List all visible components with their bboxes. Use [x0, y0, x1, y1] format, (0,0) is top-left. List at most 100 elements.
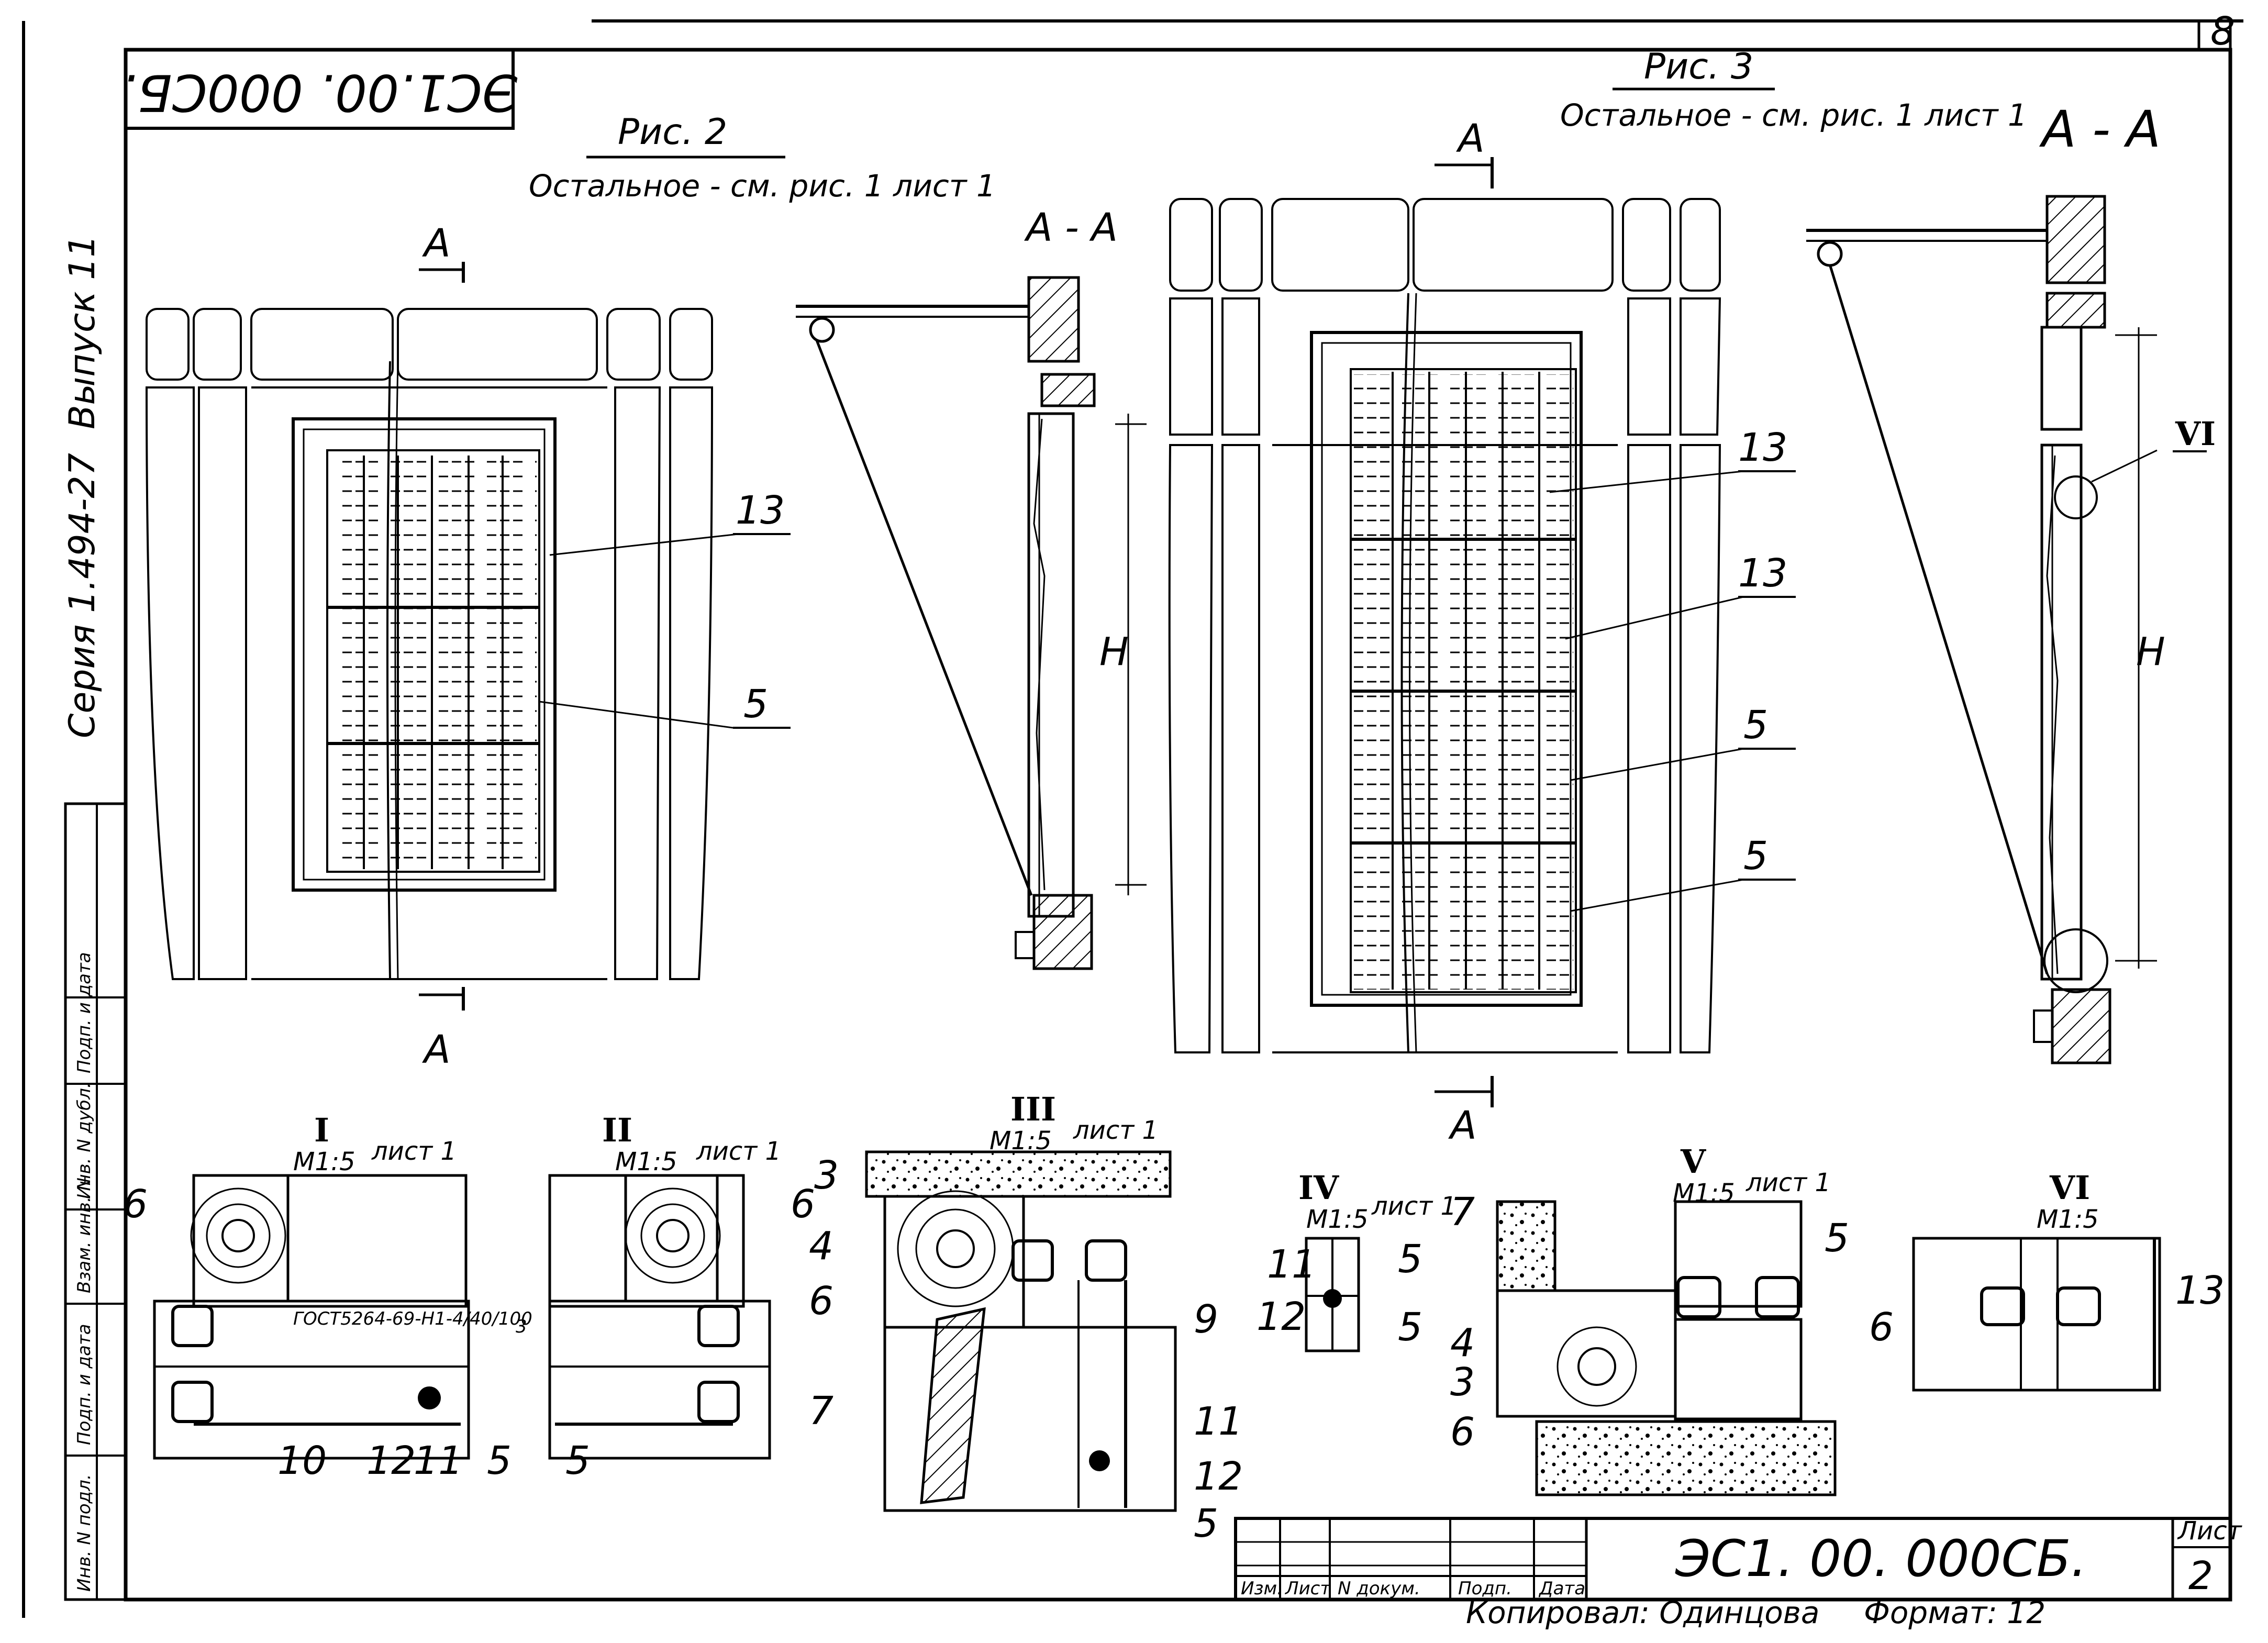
tb-header-date: Дата — [1538, 1578, 1585, 1599]
tb-format: Формат: 12 — [1864, 1595, 2045, 1630]
series-label: Серия 1.494-27 — [62, 453, 103, 738]
tb-header-sign: Подп. — [1458, 1578, 1512, 1599]
detail-1-scale: М1:5 — [293, 1147, 355, 1176]
detail-1-mark: I — [314, 1111, 329, 1149]
detail-5-callout-4: 4 — [1450, 1320, 1475, 1366]
detail-5-callout-6: 6 — [1450, 1409, 1475, 1455]
tb-copied: Копировал: Одинцова — [1466, 1595, 1819, 1630]
tb-sheet-value: 2 — [2188, 1553, 2213, 1598]
detail-1-callout-6: 6 — [123, 1182, 148, 1227]
detail-1-callout-12: 12 — [366, 1438, 416, 1483]
detail-6: VI М1:5 6 13 — [1869, 1169, 2225, 1392]
fig3-callout-13a: 13 — [1738, 425, 1787, 470]
detail-2: II М1:5 лист 1 6 5 — [548, 1111, 815, 1483]
margin-stamp — [64, 802, 127, 1601]
detail-3-mark: III — [1010, 1090, 1056, 1128]
detail-1-sheet: лист 1 — [371, 1137, 457, 1166]
stamp-sign2: Подп. и дата — [74, 952, 95, 1073]
fig3-section-letter-bottom: А — [1448, 1103, 1477, 1148]
corner-code: ЭС1.00. 000СБ. — [121, 63, 517, 122]
detail-1-callout-11: 11 — [414, 1438, 463, 1483]
fig3-section-label: А - А — [2039, 100, 2161, 159]
fig3-callout-13b: 13 — [1738, 551, 1787, 596]
detail-6-mark: VI — [2049, 1169, 2090, 1207]
detail-6-scale: М1:5 — [2037, 1205, 2099, 1234]
detail-5: V М1:5 лист 1 7 5 4 3 6 — [1450, 1142, 1849, 1496]
fig2-dimension: Н — [1099, 629, 1129, 674]
detail-3-callout-11: 11 — [1194, 1399, 1243, 1444]
title-block — [1234, 1517, 2232, 1601]
detail-3-callout-12: 12 — [1194, 1454, 1243, 1499]
detail-3-scale: М1:5 — [990, 1126, 1052, 1156]
fig3-dimension: Н — [2136, 629, 2165, 674]
fig2-section-label: А - А — [1024, 205, 1118, 250]
detail-6-callout-13: 13 — [2175, 1268, 2225, 1313]
stamp-dup: Инв. N дубл. — [74, 1082, 95, 1199]
detail-4-callout-11: 11 — [1267, 1242, 1316, 1287]
corner-code-stamp: ЭС1.00. 000СБ. — [121, 48, 518, 130]
fig2-callout-13: 13 — [736, 488, 785, 533]
detail-3-sheet: лист 1 — [1073, 1116, 1158, 1145]
fig3-elevation — [1168, 157, 1796, 1107]
detail-5-scale: М1:5 — [1673, 1179, 1735, 1208]
detail-5-mark: V — [1680, 1142, 1706, 1181]
fig2-title: Рис. 2 — [618, 112, 727, 153]
detail-5-sheet: лист 1 — [1746, 1168, 1831, 1197]
detail-2-sheet: лист 1 — [696, 1137, 781, 1166]
detail-2-callout-5: 5 — [565, 1438, 590, 1483]
detail-3-callout-7: 7 — [809, 1389, 833, 1434]
top-sheet-number: 8 — [2210, 9, 2235, 54]
detail-2-mark: II — [602, 1111, 632, 1149]
tb-code: ЭС1. 00. 000СБ. — [1675, 1529, 2087, 1588]
issue-label: Выпуск 11 — [62, 235, 103, 429]
fig3-section-aa: А - А Н VI — [1806, 100, 2216, 1064]
stamp-sign1: Подп. и дата — [74, 1324, 95, 1445]
fig2-section-aa: А - А Н — [796, 205, 1147, 970]
detail-3-callout-9: 9 — [1194, 1297, 1218, 1342]
tb-header-doc: N докум. — [1338, 1578, 1420, 1599]
detail-1-note: ГОСТ5264-69-Н1-4/40/100 — [293, 1308, 532, 1329]
fig3-section-letter-top: А — [1456, 116, 1485, 161]
stamp-inv: Инв. N подл. — [74, 1474, 95, 1592]
detail-4-mark: IV — [1298, 1169, 1339, 1207]
detail-3: III М1:5 лист 1 3 4 6 7 9 11 12 5 — [809, 1090, 1243, 1546]
detail-1-callout-10: 10 — [277, 1438, 327, 1483]
detail-1-note-num: 3 — [516, 1316, 527, 1337]
fig3-subtitle: Остальное - см. рис. 1 лист 1 — [1560, 97, 2027, 133]
tb-sheet-label: Лист — [2177, 1516, 2243, 1546]
detail-5-callout-3: 3 — [1450, 1360, 1475, 1405]
detail-3-callout-4: 4 — [809, 1224, 833, 1269]
fig2-titles: Рис. 2 Остальное - см. рис. 1 лист 1 — [529, 112, 996, 204]
fig3-detail-mark: VI — [2175, 415, 2216, 453]
detail-4-scale: М1:5 — [1306, 1205, 1369, 1234]
tb-header-izm: Изм. — [1241, 1578, 1283, 1599]
fig3-title: Рис. 3 — [1644, 46, 1753, 87]
detail-5-callout-7: 7 — [1450, 1190, 1475, 1235]
detail-6-callout-6: 6 — [1869, 1305, 1894, 1350]
detail-4-callout-5a: 5 — [1398, 1237, 1422, 1282]
stamp-replace: Взам. инв. N — [74, 1178, 95, 1293]
detail-3-callout-5: 5 — [1194, 1501, 1218, 1546]
detail-3-callout-3: 3 — [814, 1153, 839, 1198]
detail-2-scale: М1:5 — [615, 1147, 677, 1176]
fig3-callout-5a: 5 — [1743, 703, 1768, 748]
detail-1-callout-5: 5 — [487, 1438, 512, 1483]
detail-4: IV М1:5 лист 1 11 12 5 5 — [1257, 1169, 1457, 1352]
tb-header-list: Лист — [1284, 1578, 1331, 1599]
fig2-callout-5: 5 — [743, 682, 768, 727]
detail-5-callout-5: 5 — [1825, 1216, 1849, 1261]
fig3-titles: Рис. 3 Остальное - см. рис. 1 лист 1 — [1560, 46, 2027, 133]
detail-3-callout-6: 6 — [809, 1279, 833, 1324]
fig2-subtitle: Остальное - см. рис. 1 лист 1 — [529, 168, 996, 204]
fig2-section-letter-top: А — [422, 221, 451, 266]
detail-4-sheet: лист 1 — [1371, 1192, 1457, 1221]
detail-4-callout-12: 12 — [1257, 1294, 1306, 1339]
detail-4-callout-5b: 5 — [1398, 1305, 1422, 1350]
detail-1: I М1:5 лист 1 ГОСТ5264-69-Н1-4/40/100 3 … — [123, 1111, 532, 1483]
fig2-section-letter-bottom: А — [422, 1027, 451, 1072]
detail-2-callout-6: 6 — [791, 1182, 815, 1227]
fig2-elevation — [145, 262, 791, 1011]
fig3-callout-5b: 5 — [1743, 834, 1768, 879]
